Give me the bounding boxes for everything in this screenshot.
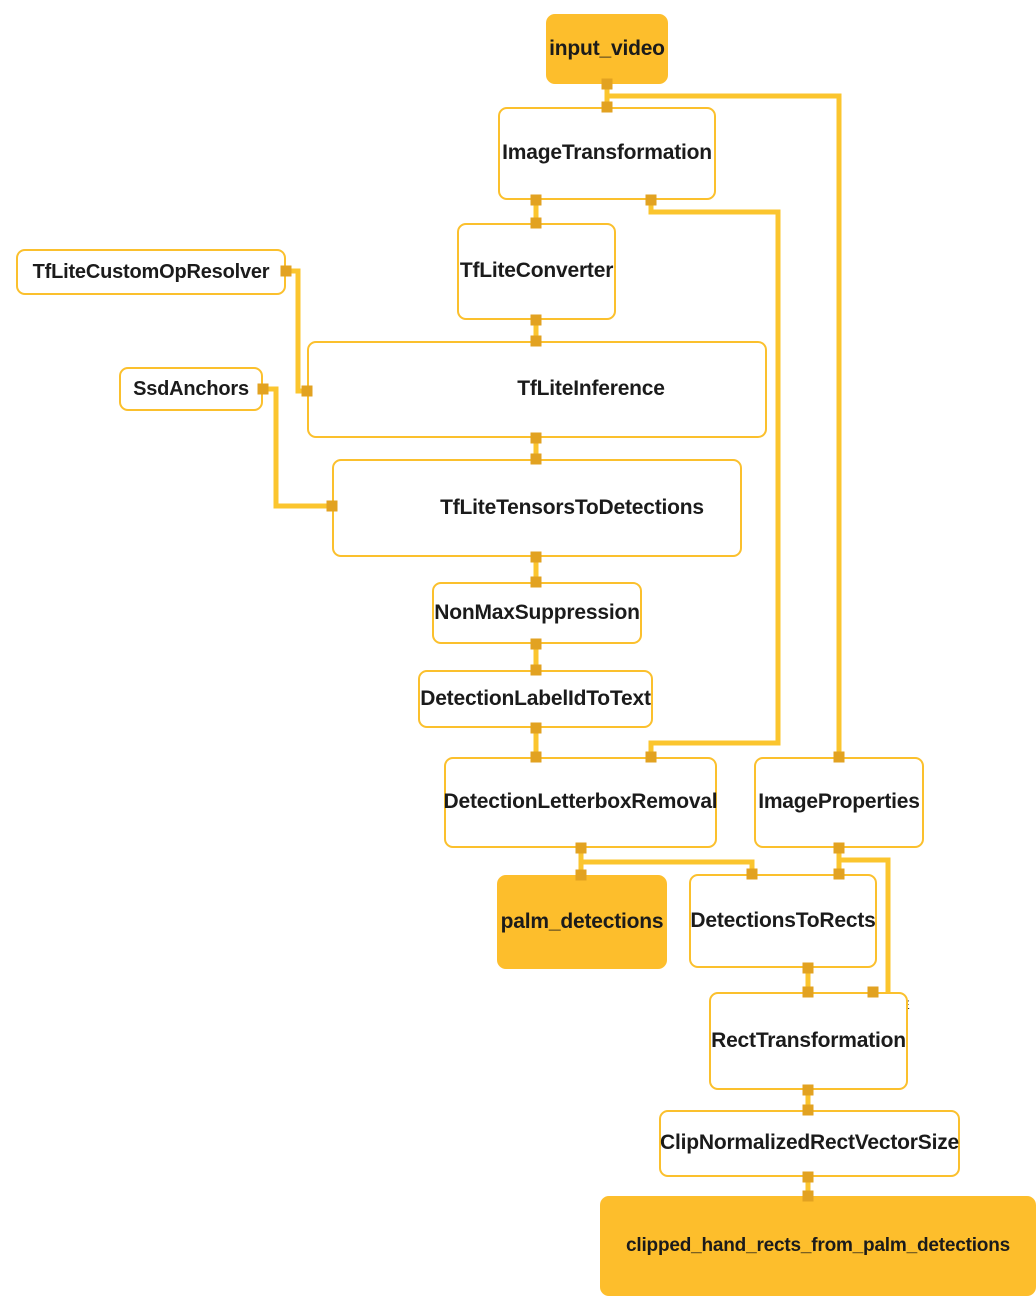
node-tflite-inference[interactable]: TfLiteInference bbox=[307, 341, 767, 438]
port-letterbox-removal-in-letterbox-padding[interactable] bbox=[645, 751, 657, 763]
port-letterbox-removal-out-detections[interactable] bbox=[575, 842, 587, 854]
node-image-properties[interactable]: ImageProperties bbox=[754, 757, 924, 848]
node-tflite-tensors-to-detections[interactable]: TfLiteTensorsToDetections bbox=[332, 459, 742, 557]
port-non-max-suppression-in[interactable] bbox=[530, 576, 542, 588]
port-rect-transformation-in-norm-rects[interactable] bbox=[802, 986, 814, 998]
node-rect-transformation[interactable]: RectTransformation bbox=[709, 992, 908, 1090]
port-letterbox-removal-in-detections[interactable] bbox=[530, 751, 542, 763]
node-rect-transformation-title: RectTransformation bbox=[711, 1028, 906, 1052]
node-clipped-hand-rects-title: clipped_hand_rects_from_palm_detections bbox=[626, 1235, 1010, 1257]
node-clip-normalized-rect-vector-size-title: ClipNormalizedRectVectorSize bbox=[660, 1131, 959, 1155]
port-tflite-converter-out-tensors-gpu[interactable] bbox=[530, 314, 542, 326]
node-clip-normalized-rect-vector-size[interactable]: ClipNormalizedRectVectorSize bbox=[659, 1110, 960, 1177]
node-tflite-converter[interactable]: TfLiteConverter bbox=[457, 223, 616, 320]
port-clip-normalized-in[interactable] bbox=[802, 1104, 814, 1116]
port-image-transformation-out-letterbox-padding[interactable] bbox=[645, 194, 657, 206]
port-tflite-converter-in-image-gpu[interactable] bbox=[530, 217, 542, 229]
node-clipped-hand-rects-from-palm-detections[interactable]: clipped_hand_rects_from_palm_detections bbox=[600, 1196, 1036, 1296]
node-tflite-converter-title: TfLiteConverter bbox=[459, 259, 614, 283]
node-input-video-title: input_video bbox=[549, 36, 665, 60]
port-detections-to-rects-out-norm-rects[interactable] bbox=[802, 962, 814, 974]
node-detections-to-rects-title: DetectionsToRects bbox=[690, 908, 876, 932]
edge-letterbox-removal-to-detections-to-rects bbox=[581, 859, 755, 874]
node-tflite-custom-op-resolver[interactable]: TfLiteCustomOpResolver bbox=[16, 249, 286, 295]
node-tflite-custom-op-resolver-title: TfLiteCustomOpResolver bbox=[32, 260, 270, 283]
port-rect-transformation-out[interactable] bbox=[802, 1084, 814, 1096]
port-image-transformation-out-image-gpu[interactable] bbox=[530, 194, 542, 206]
port-tensors-to-detections-in-anchors[interactable] bbox=[326, 500, 338, 512]
port-image-properties-in-image-gpu[interactable] bbox=[833, 751, 845, 763]
port-palm-detections-in-detections[interactable] bbox=[575, 869, 587, 881]
node-ssd-anchors-title: SsdAnchors bbox=[133, 377, 249, 400]
port-tflite-custom-op-resolver-out[interactable] bbox=[280, 265, 292, 277]
node-palm-detections[interactable]: palm_detections bbox=[497, 875, 667, 969]
node-detections-to-rects[interactable]: DetectionsToRects bbox=[689, 874, 877, 968]
port-tensors-to-detections-out-detections[interactable] bbox=[530, 551, 542, 563]
port-detections-to-rects-in-detections[interactable] bbox=[746, 868, 758, 880]
edge-custom-op-resolver-to-tflite-inference bbox=[286, 268, 307, 394]
node-tflite-tensors-to-detections-title: TfLiteTensorsToDetections bbox=[440, 495, 704, 519]
port-tflite-inference-in-tensors-gpu[interactable] bbox=[530, 335, 542, 347]
port-tflite-inference-in-custom-op-resolver[interactable] bbox=[301, 385, 313, 397]
port-clipped-hand-rects-in-norm-rects[interactable] bbox=[802, 1190, 814, 1202]
port-rect-transformation-in-image-size[interactable] bbox=[867, 986, 879, 998]
port-image-transformation-in-image-gpu[interactable] bbox=[601, 101, 613, 113]
node-input-video[interactable]: input_video bbox=[546, 14, 668, 84]
port-detection-label-id-to-text-in[interactable] bbox=[530, 664, 542, 676]
port-tensors-to-detections-in-tensors-gpu[interactable] bbox=[530, 453, 542, 465]
port-detection-label-id-to-text-out[interactable] bbox=[530, 722, 542, 734]
port-detections-to-rects-in-image-size[interactable] bbox=[833, 868, 845, 880]
node-image-transformation-title: ImageTransformation bbox=[502, 141, 712, 165]
port-tflite-inference-out-tensors-gpu[interactable] bbox=[530, 432, 542, 444]
port-non-max-suppression-out[interactable] bbox=[530, 638, 542, 650]
port-image-properties-out-size[interactable] bbox=[833, 842, 845, 854]
node-tflite-inference-title: TfLiteInference bbox=[517, 377, 665, 401]
node-detection-label-id-to-text-title: DetectionLabelIdToText bbox=[420, 686, 651, 710]
node-ssd-anchors[interactable]: SsdAnchors bbox=[119, 367, 263, 411]
node-non-max-suppression-title: NonMaxSuppression bbox=[434, 600, 640, 624]
node-detection-letterbox-removal[interactable]: DetectionLetterboxRemoval bbox=[443, 757, 718, 848]
node-detection-label-id-to-text[interactable]: DetectionLabelIdToText bbox=[418, 670, 653, 728]
node-non-max-suppression[interactable]: NonMaxSuppression bbox=[432, 582, 642, 644]
node-palm-detections-title: palm_detections bbox=[500, 909, 664, 933]
node-detection-letterbox-removal-title: DetectionLetterboxRemoval bbox=[443, 790, 718, 814]
port-input-video-out[interactable] bbox=[601, 78, 613, 90]
port-ssd-anchors-out[interactable] bbox=[257, 383, 269, 395]
node-image-properties-title: ImageProperties bbox=[758, 790, 920, 814]
node-image-transformation[interactable]: ImageTransformation bbox=[498, 107, 716, 200]
port-clip-normalized-out[interactable] bbox=[802, 1171, 814, 1183]
